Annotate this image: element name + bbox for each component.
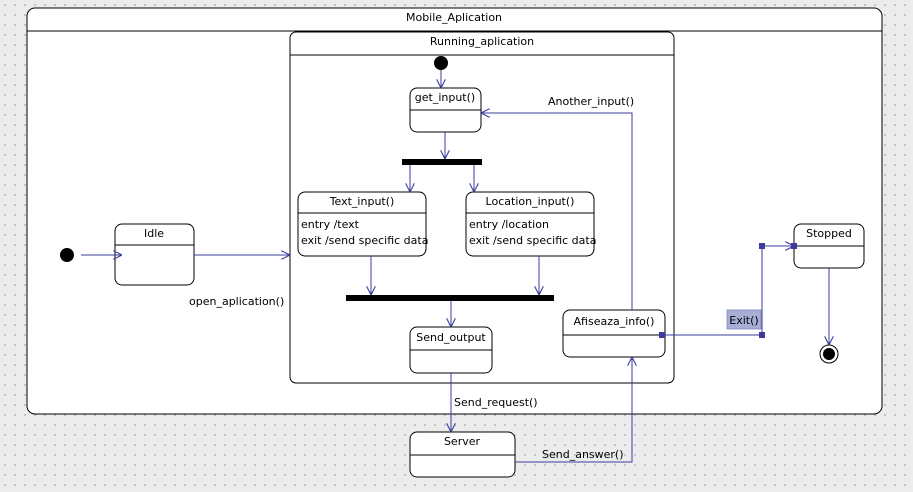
composite-inner-title: Running_aplication xyxy=(430,35,534,48)
state-text-input[interactable]: Text_input() entry /text exit /send spec… xyxy=(297,191,428,257)
label-exit: Exit() xyxy=(729,314,758,327)
transition-send-answer[interactable] xyxy=(515,357,632,463)
state-location-input-name: Location_input() xyxy=(486,195,575,208)
state-idle-name: Idle xyxy=(144,227,164,240)
state-location-input-entry: entry /location xyxy=(469,218,549,231)
final-state[interactable] xyxy=(819,344,839,364)
label-send-answer[interactable]: Send_answer() xyxy=(542,448,624,461)
state-get-input-name: get_input() xyxy=(415,91,475,104)
state-afiseaza-info-name: Afiseaza_info() xyxy=(574,315,655,328)
fork-bar[interactable] xyxy=(402,159,482,165)
state-text-input-name: Text_input() xyxy=(329,195,395,208)
transition-another-input[interactable] xyxy=(481,113,633,310)
composite-outer-title: Mobile_Aplication xyxy=(406,11,502,24)
state-get-input[interactable]: get_input() xyxy=(409,87,482,133)
state-server[interactable]: Server xyxy=(409,431,516,478)
initial-state-outer[interactable] xyxy=(60,248,74,262)
state-send-output-name: Send_output xyxy=(416,331,486,344)
state-afiseaza-info[interactable]: Afiseaza_info() xyxy=(562,309,666,358)
state-stopped-name: Stopped xyxy=(806,227,852,240)
connector-handle[interactable] xyxy=(659,332,665,338)
state-text-input-entry: entry /text xyxy=(301,218,360,231)
label-another-input[interactable]: Another_input() xyxy=(548,95,634,108)
label-open-aplication[interactable]: open_aplication() xyxy=(189,295,284,308)
initial-state-inner[interactable] xyxy=(434,56,448,70)
state-location-input[interactable]: Location_input() entry /location exit /s… xyxy=(465,191,596,257)
state-server-name: Server xyxy=(444,435,481,448)
label-exit-selected[interactable]: Exit() xyxy=(726,309,762,330)
state-stopped[interactable]: Stopped xyxy=(793,223,865,269)
state-idle[interactable]: Idle xyxy=(114,223,195,286)
connector-handle[interactable] xyxy=(759,243,765,249)
connector-handle[interactable] xyxy=(791,243,797,249)
state-text-input-exit: exit /send specific data xyxy=(301,234,428,247)
label-send-request[interactable]: Send_request() xyxy=(454,396,538,409)
state-send-output[interactable]: Send_output xyxy=(409,326,493,374)
connector-handle[interactable] xyxy=(759,332,765,338)
state-location-input-exit: exit /send specific data xyxy=(469,234,596,247)
join-bar[interactable] xyxy=(346,295,554,301)
